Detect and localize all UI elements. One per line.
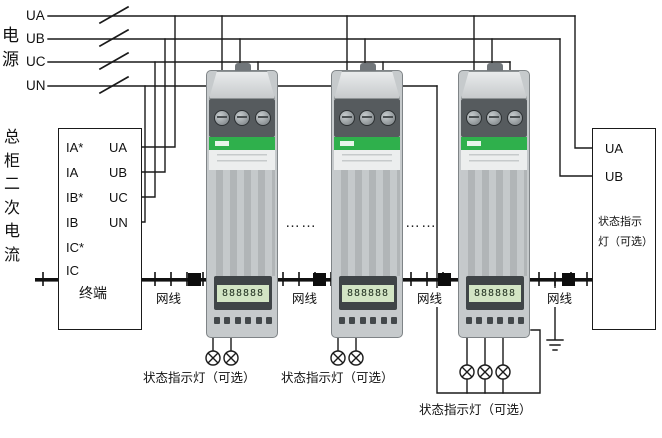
terminal-screw bbox=[338, 110, 355, 126]
status-note-line: 灯（可选） bbox=[598, 236, 653, 248]
terminal-screw bbox=[465, 110, 482, 126]
power-lines bbox=[47, 15, 576, 87]
right-terminal-box: UA UB 状态指示 灯（可选） bbox=[592, 128, 656, 330]
network-cable-label: 网线 bbox=[291, 288, 319, 307]
meter-port-row bbox=[339, 316, 397, 325]
phase-label-uc: UC bbox=[26, 54, 46, 69]
meter-display: 888888 bbox=[466, 276, 524, 310]
energy-meter-3: 888888 bbox=[458, 63, 530, 338]
indicator-lamp-symbols bbox=[205, 350, 511, 380]
meter-top-cap bbox=[334, 71, 400, 99]
meter-antenna bbox=[487, 63, 503, 73]
terminal-box-taps bbox=[141, 15, 176, 223]
phase-label-ua: UA bbox=[26, 8, 45, 23]
phase-label-un: UN bbox=[26, 78, 46, 93]
meter-display: 888888 bbox=[214, 276, 272, 310]
current-row: IA* bbox=[66, 140, 84, 155]
meter-label-band bbox=[461, 150, 527, 170]
meter-antenna bbox=[360, 63, 376, 73]
status-lamp-label: 状态指示灯（可选） bbox=[281, 371, 394, 385]
voltage-row: UN bbox=[109, 215, 128, 230]
current-row: IC bbox=[66, 263, 79, 278]
terminal-screw bbox=[359, 110, 375, 126]
status-note-line: 状态指示 bbox=[598, 216, 642, 228]
voltage-row: UB bbox=[109, 165, 128, 180]
terminal-screw bbox=[486, 110, 502, 126]
terminal-screw bbox=[506, 110, 523, 126]
meter-taps bbox=[221, 15, 511, 75]
meter-body bbox=[334, 170, 400, 276]
network-cable-label: 网线 bbox=[416, 288, 444, 307]
meter-brand-strip bbox=[209, 137, 275, 150]
voltage-row: UB bbox=[605, 169, 624, 184]
terminal-screw bbox=[234, 110, 250, 126]
meter-display-value: 888888 bbox=[468, 284, 522, 302]
voltage-row: UC bbox=[109, 190, 128, 205]
voltage-row: UA bbox=[605, 141, 624, 156]
current-row: IB bbox=[66, 215, 79, 230]
meter-display-value: 888888 bbox=[341, 284, 395, 302]
meter-display-value: 888888 bbox=[216, 284, 270, 302]
meter-terminal-block bbox=[461, 99, 527, 137]
more-meters-ellipsis: …… bbox=[405, 214, 437, 231]
meter-top-cap bbox=[209, 71, 275, 99]
right-box-taps bbox=[559, 15, 593, 177]
terminal-unit-box: IA* IA IB* IB IC* IC UA UB UC UN 终端 bbox=[58, 128, 142, 330]
meter-label-band bbox=[334, 150, 400, 170]
meter-brand-strip bbox=[461, 137, 527, 150]
meter-display: 888888 bbox=[339, 276, 397, 310]
meter-body bbox=[461, 170, 527, 276]
voltage-row: UA bbox=[109, 140, 128, 155]
power-source-label: 电源 bbox=[2, 26, 19, 69]
status-lamp-label: 状态指示灯（可选） bbox=[143, 371, 256, 385]
energy-meter-2: 888888 bbox=[331, 63, 403, 338]
secondary-current-label: 总柜二次电流 bbox=[4, 129, 21, 264]
ground-symbol bbox=[546, 281, 564, 351]
terminal-screw bbox=[379, 110, 396, 126]
status-lamp-label: 状态指示灯（可选） bbox=[419, 403, 532, 417]
bus-connector-blocks bbox=[188, 273, 575, 286]
switch-blades bbox=[98, 5, 130, 95]
meter-top-cap bbox=[461, 71, 527, 99]
meter-antenna bbox=[235, 63, 251, 73]
current-row: IA bbox=[66, 165, 79, 180]
current-row: IB* bbox=[66, 190, 84, 205]
energy-meter-1: 888888 bbox=[206, 63, 278, 338]
network-cable-label: 网线 bbox=[546, 288, 574, 307]
meter-brand-strip bbox=[334, 137, 400, 150]
more-meters-ellipsis: …… bbox=[285, 214, 317, 231]
terminal-screw bbox=[254, 110, 271, 126]
meter-terminal-block bbox=[334, 99, 400, 137]
terminal-box-title: 终端 bbox=[79, 285, 107, 301]
network-cable-label: 网线 bbox=[155, 288, 183, 307]
meter-port-row bbox=[214, 316, 272, 325]
phase-label-ub: UB bbox=[26, 31, 45, 46]
terminal-screw bbox=[213, 110, 230, 126]
meter-label-band bbox=[209, 150, 275, 170]
lamp-wires bbox=[212, 337, 504, 394]
meter-body bbox=[209, 170, 275, 276]
current-row: IC* bbox=[66, 240, 85, 255]
meter-terminal-block bbox=[209, 99, 275, 137]
meter-port-row bbox=[466, 316, 524, 325]
